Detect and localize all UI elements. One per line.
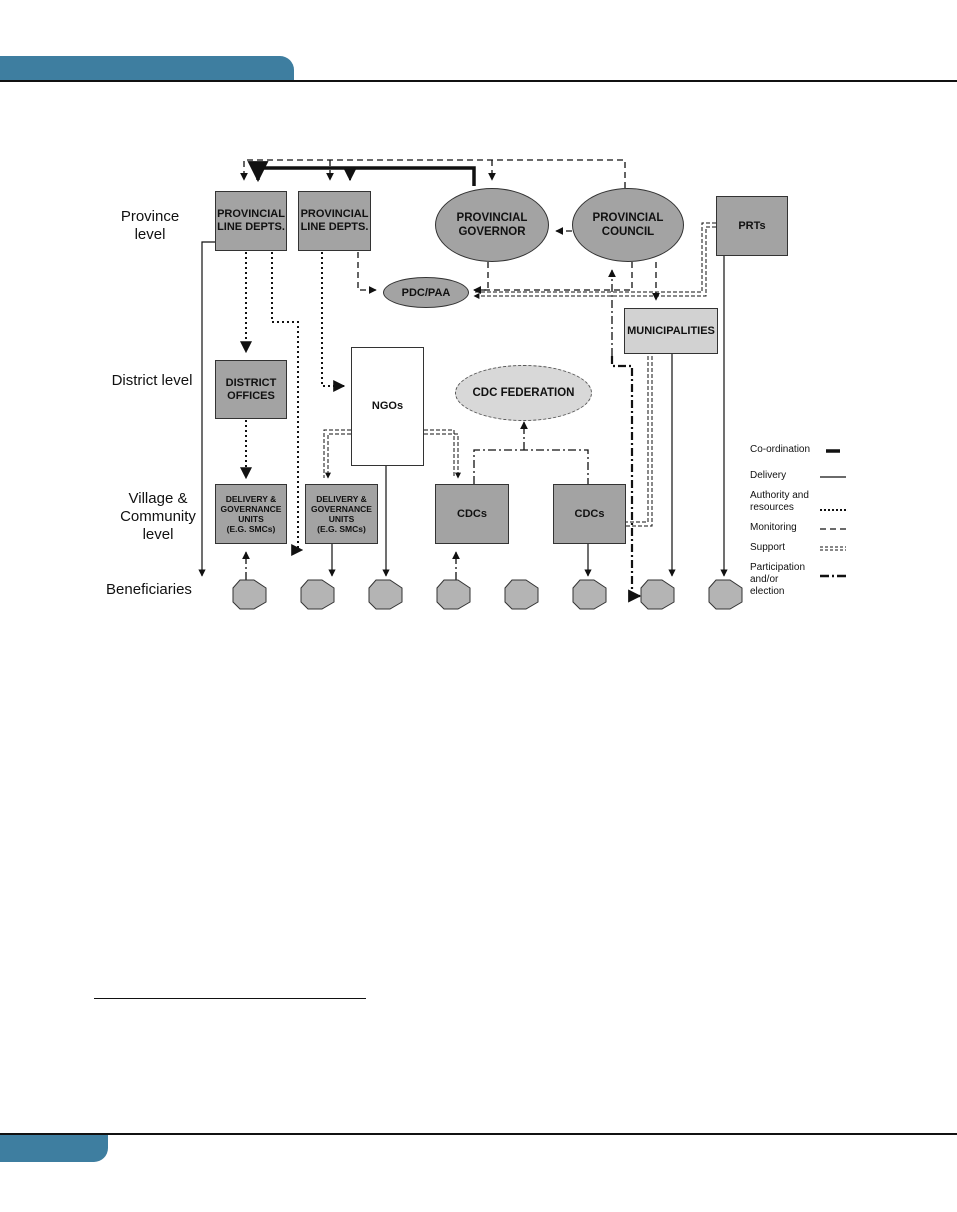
cdc-federation-oval: CDC FEDERATION <box>455 365 592 421</box>
beneficiary-octagon <box>708 579 743 610</box>
support-line <box>473 226 716 299</box>
authority-line <box>271 252 304 556</box>
provincial-governor-oval: PROVINCIAL GOVERNOR <box>435 188 549 262</box>
authority-line <box>321 252 346 392</box>
support-line <box>424 429 455 478</box>
support-line <box>626 356 649 523</box>
beneficiary-octagon <box>300 579 335 610</box>
legend-participation-label: Participation and/or election <box>750 562 806 597</box>
footnote-rule <box>94 998 366 999</box>
provincial-council-oval: PROVINCIAL COUNCIL <box>572 188 684 262</box>
support-line <box>424 433 461 479</box>
municipalities-box: MUNICIPALITIES <box>624 308 718 354</box>
district-offices-box: DISTRICT OFFICES <box>215 360 287 419</box>
monitoring-line <box>357 252 377 294</box>
beneficiary-octagon <box>436 579 471 610</box>
beneficiary-octagon <box>368 579 403 610</box>
pdc-paa-oval: PDC/PAA <box>383 277 469 308</box>
coordination-line <box>247 161 476 186</box>
participation-line <box>610 356 642 603</box>
monitoring-line <box>473 262 633 294</box>
legend-coordination-label: Co-ordination <box>750 444 811 455</box>
beneficiary-octagon <box>640 579 675 610</box>
header-tab <box>0 56 294 82</box>
beneficiary-octagon <box>504 579 539 610</box>
ngos-box: NGOs <box>351 347 424 466</box>
participation-line <box>473 449 589 484</box>
prts-box: PRTs <box>716 196 788 256</box>
support-line <box>323 429 351 478</box>
delivery-governance-units-box: DELIVERY & GOVERNANCE UNITS (E.G. SMCs) <box>215 484 287 544</box>
delivery-governance-units-box: DELIVERY & GOVERNANCE UNITS (E.G. SMCs) <box>305 484 378 544</box>
legend-monitoring-label: Monitoring <box>750 522 797 533</box>
footer-rule <box>0 1133 957 1135</box>
header-rule <box>0 80 957 82</box>
provincial-line-depts-box: PROVINCIAL LINE DEPTS. <box>298 191 371 251</box>
cdcs-box: CDCs <box>553 484 626 544</box>
delivery-line <box>198 241 216 577</box>
provincial-line-depts-box: PROVINCIAL LINE DEPTS. <box>215 191 287 251</box>
province-level-label: Province level <box>120 208 180 243</box>
footer-tab <box>0 1135 108 1162</box>
beneficiaries-label: Beneficiaries <box>106 581 192 598</box>
support-line <box>626 356 653 527</box>
legend-delivery-label: Delivery <box>750 470 787 481</box>
monitoring-line <box>473 262 489 294</box>
district-level-label: District level <box>111 372 193 389</box>
support-line <box>325 433 351 479</box>
village-level-label: Village & Community level <box>120 490 196 543</box>
beneficiary-octagon <box>232 579 267 610</box>
cdcs-box: CDCs <box>435 484 509 544</box>
support-line <box>474 222 716 293</box>
legend-support-label: Support <box>750 542 786 553</box>
monitoring-line <box>240 159 626 188</box>
beneficiary-octagon <box>572 579 607 610</box>
legend-authority-label: Authority and resources <box>750 490 809 513</box>
